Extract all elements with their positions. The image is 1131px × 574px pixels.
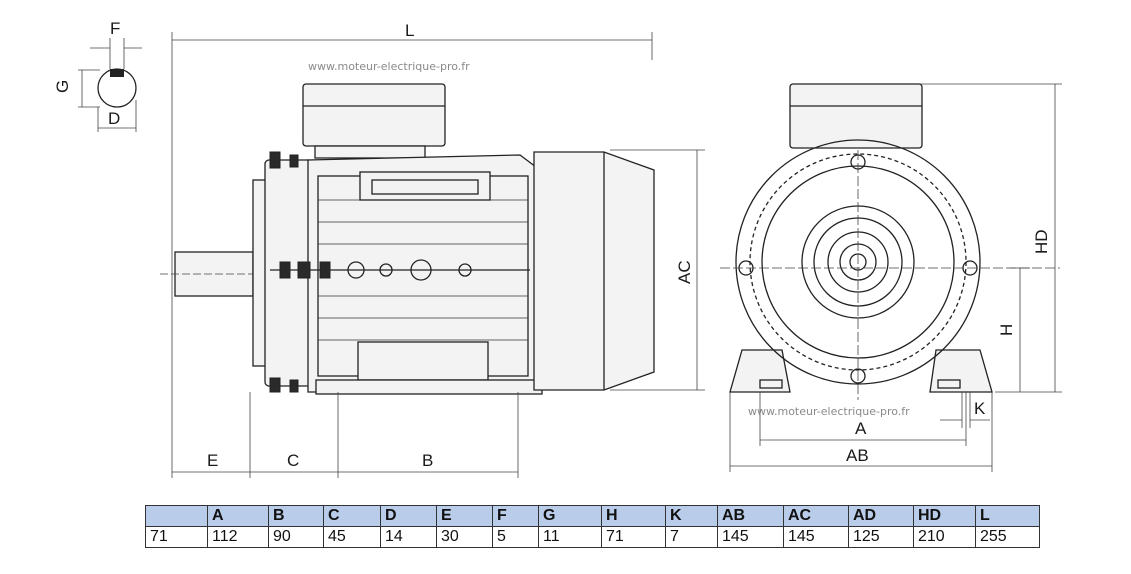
label-c: C [287, 451, 299, 470]
table-header-cell: G [538, 505, 602, 527]
dimension-table: A B C D E F G H K AB AC AD HD L 71 112 9… [145, 505, 1040, 548]
motor-front-view: HD H K A AB [720, 83, 1062, 472]
table-value-cell: 7 [665, 526, 718, 548]
table-header-cell: E [436, 505, 493, 527]
label-f: F [110, 19, 120, 38]
table-header-cell: L [975, 505, 1040, 527]
watermark-top: www.moteur-electrique-pro.fr [308, 60, 470, 73]
label-d: D [108, 109, 120, 128]
table-value-cell: 145 [783, 526, 849, 548]
table-header-cell: C [323, 505, 381, 527]
table-value-cell: 11 [538, 526, 602, 548]
table-value-cell: 145 [717, 526, 784, 548]
label-l: L [405, 21, 414, 40]
table-value-cell: 71 [145, 526, 208, 548]
table-value-cell: 45 [323, 526, 381, 548]
table-header-cell: A [207, 505, 269, 527]
table-header-cell: K [665, 505, 718, 527]
table-header-cell [145, 505, 208, 527]
shaft-end-detail: F G D [53, 19, 142, 132]
table-value-cell: 90 [268, 526, 324, 548]
table-header-cell: AC [783, 505, 849, 527]
label-k: K [974, 399, 986, 418]
table-header-cell: HD [913, 505, 976, 527]
table-header-cell: D [380, 505, 437, 527]
table-value-cell: 112 [207, 526, 269, 548]
table-header-cell: H [601, 505, 666, 527]
motor-dimension-drawing: F G D L [53, 19, 1062, 478]
label-ac: AC [675, 260, 694, 284]
table-value-cell: 71 [601, 526, 666, 548]
table-header-row: A B C D E F G H K AB AC AD HD L [145, 505, 1040, 527]
table-value-row: 71 112 90 45 14 30 5 11 71 7 145 145 125… [145, 526, 1040, 548]
table-header-cell: AB [717, 505, 784, 527]
label-h: H [997, 324, 1016, 336]
label-g: G [53, 80, 72, 93]
label-ab: AB [846, 446, 869, 465]
table-value-cell: 14 [380, 526, 437, 548]
table-header-cell: F [492, 505, 539, 527]
table-value-cell: 5 [492, 526, 539, 548]
motor-side-view: L [160, 21, 705, 478]
table-value-cell: 30 [436, 526, 493, 548]
watermark-right: www.moteur-electrique-pro.fr [748, 405, 910, 418]
label-b: B [422, 451, 433, 470]
label-hd: HD [1032, 229, 1051, 254]
label-e: E [207, 451, 218, 470]
table-value-cell: 125 [848, 526, 914, 548]
table-value-cell: 255 [975, 526, 1040, 548]
table-header-cell: B [268, 505, 324, 527]
table-header-cell: AD [848, 505, 914, 527]
table-value-cell: 210 [913, 526, 976, 548]
label-a: A [855, 419, 867, 438]
